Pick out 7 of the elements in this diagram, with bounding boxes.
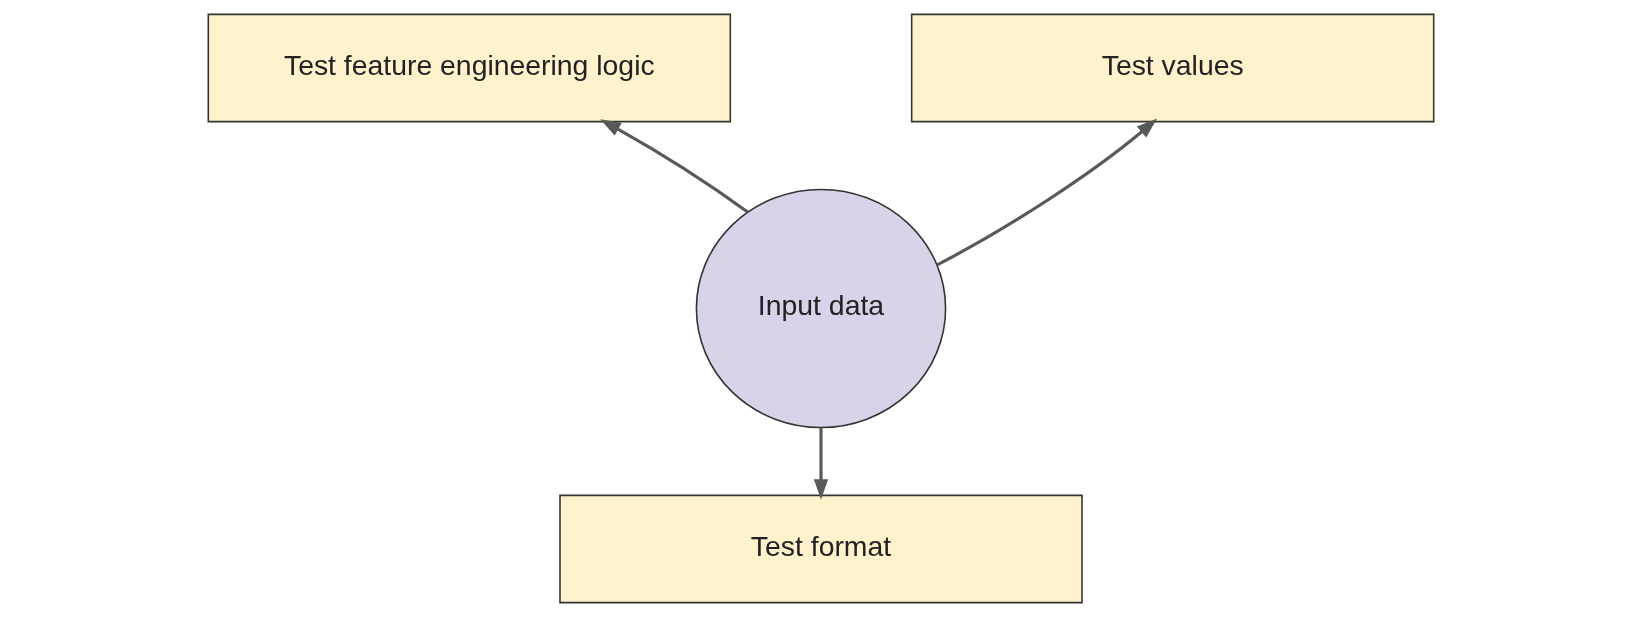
node-box: Test feature engineering logic bbox=[207, 13, 732, 123]
arrow bbox=[936, 118, 1158, 267]
node-circle: Input data bbox=[695, 188, 947, 429]
node-box: Test format bbox=[559, 494, 1083, 604]
arrow bbox=[600, 119, 749, 214]
arrow bbox=[813, 428, 829, 500]
node-box: Test values bbox=[910, 13, 1435, 123]
